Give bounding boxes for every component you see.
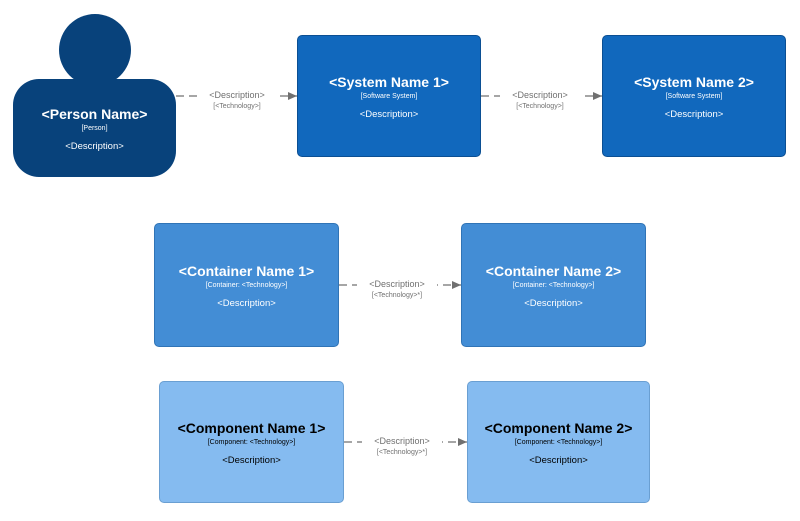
- relationship-label-1: <Description> [<Technology>]: [197, 90, 277, 112]
- system-type: [Software System]: [360, 92, 418, 100]
- relationship-description: <Description>: [512, 90, 568, 100]
- container-description: <Description>: [217, 297, 276, 309]
- relationship-description: <Description>: [209, 90, 265, 100]
- component-description: <Description>: [529, 454, 588, 466]
- container-description: <Description>: [524, 297, 583, 309]
- component-node-1[interactable]: <Component Name 1> [Component: <Technolo…: [159, 381, 344, 503]
- container-type: [Container: <Technology>]: [205, 281, 288, 289]
- container-name: <Container Name 1>: [178, 262, 315, 279]
- system-name: <System Name 2>: [634, 73, 754, 90]
- system-name: <System Name 1>: [329, 73, 449, 90]
- relationship-technology: [<Technology>*]: [371, 292, 423, 299]
- relationship-technology: [<Technology>]: [213, 103, 261, 110]
- system-description: <Description>: [664, 108, 724, 120]
- relationship-technology: [<Technology>]: [516, 103, 564, 110]
- system-node-2[interactable]: <System Name 2> [Software System] <Descr…: [602, 35, 786, 157]
- person-node[interactable]: <Person Name> [Person] <Description>: [13, 79, 176, 177]
- system-node-1[interactable]: <System Name 1> [Software System] <Descr…: [297, 35, 481, 157]
- container-type: [Container: <Technology>]: [512, 281, 595, 289]
- component-type: [Component: <Technology>]: [207, 438, 296, 446]
- component-name: <Component Name 1>: [177, 419, 326, 436]
- component-name: <Component Name 2>: [484, 419, 633, 436]
- person-head: [59, 14, 131, 86]
- system-type: [Software System]: [665, 92, 723, 100]
- container-node-1[interactable]: <Container Name 1> [Container: <Technolo…: [154, 223, 339, 347]
- relationship-technology: [<Technology>*]: [376, 449, 428, 456]
- relationship-description: <Description>: [374, 436, 430, 446]
- component-description: <Description>: [222, 454, 281, 466]
- container-name: <Container Name 2>: [485, 262, 622, 279]
- component-node-2[interactable]: <Component Name 2> [Component: <Technolo…: [467, 381, 650, 503]
- person-type: [Person]: [81, 124, 108, 132]
- relationship-label-2: <Description> [<Technology>]: [500, 90, 580, 112]
- system-description: <Description>: [359, 108, 419, 120]
- relationship-label-3: <Description> [<Technology>*]: [357, 279, 437, 301]
- person-description: <Description>: [65, 140, 124, 152]
- person-name: <Person Name>: [41, 105, 148, 122]
- relationship-description: <Description>: [369, 279, 425, 289]
- container-node-2[interactable]: <Container Name 2> [Container: <Technolo…: [461, 223, 646, 347]
- component-type: [Component: <Technology>]: [514, 438, 603, 446]
- relationship-label-4: <Description> [<Technology>*]: [362, 436, 442, 458]
